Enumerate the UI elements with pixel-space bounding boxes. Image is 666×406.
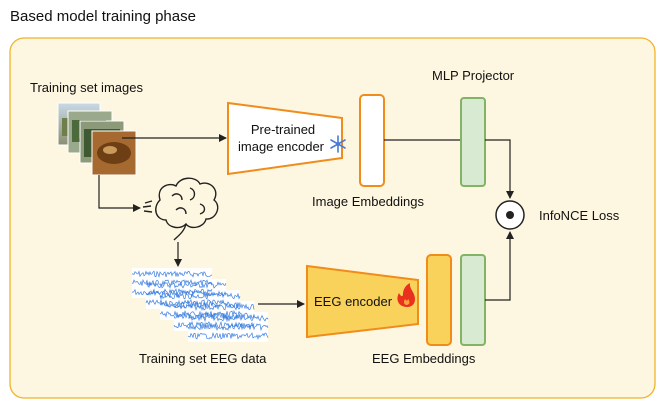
eeg-trace-1-2: [145, 298, 226, 308]
eeg-trace-0-0: [131, 270, 213, 279]
eeg-encoder-block: [306, 264, 419, 339]
label-image-encoder-line2: image encoder: [238, 139, 325, 154]
eeg-signal-traces: [131, 270, 269, 340]
eeg-trace-2-0: [159, 291, 241, 300]
connector-mlp-eeg-to-loss: [485, 231, 514, 301]
mlp-projector-eeg: [460, 254, 486, 346]
label-eeg-embeddings: EEG Embeddings: [372, 351, 476, 366]
eeg-embeddings-bar: [426, 254, 452, 346]
eeg-trace-1-0: [145, 280, 227, 289]
eeg-trace-2-2: [159, 309, 241, 318]
label-image-encoder-line1: Pre-trained: [251, 122, 315, 137]
eeg-trace-0-2: [131, 288, 213, 297]
eeg-trace-4-1: [187, 322, 269, 332]
label-infonce-loss: InfoNCE Loss: [539, 208, 620, 223]
label-training-eeg-data: Training set EEG data: [139, 351, 267, 366]
label-training-images: Training set images: [30, 80, 143, 95]
training-images-stack: [57, 102, 137, 176]
eeg-trace-4-2: [187, 332, 269, 340]
snowflake-icon: [330, 135, 346, 153]
mlp-projector-image: [460, 97, 486, 187]
circled-dot-icon: [495, 200, 525, 230]
brain-icon: [142, 177, 219, 241]
connector-mlp-image-to-loss: [485, 139, 514, 199]
image-encoder-block: [227, 101, 343, 176]
eeg-trace-4-0: [187, 313, 269, 323]
diagram-title: Based model training phase: [10, 8, 196, 25]
arrow-images-to-brain: [98, 175, 141, 212]
eeg-trace-3-1: [173, 311, 255, 321]
label-eeg-encoder: EEG encoder: [314, 294, 393, 309]
label-mlp-projector: MLP Projector: [432, 68, 515, 83]
label-image-embeddings: Image Embeddings: [312, 194, 425, 209]
eeg-trace-0-1: [131, 278, 213, 287]
eeg-trace-3-0: [173, 302, 255, 312]
flame-icon: [397, 283, 415, 307]
image-embeddings-bar: [359, 94, 385, 187]
